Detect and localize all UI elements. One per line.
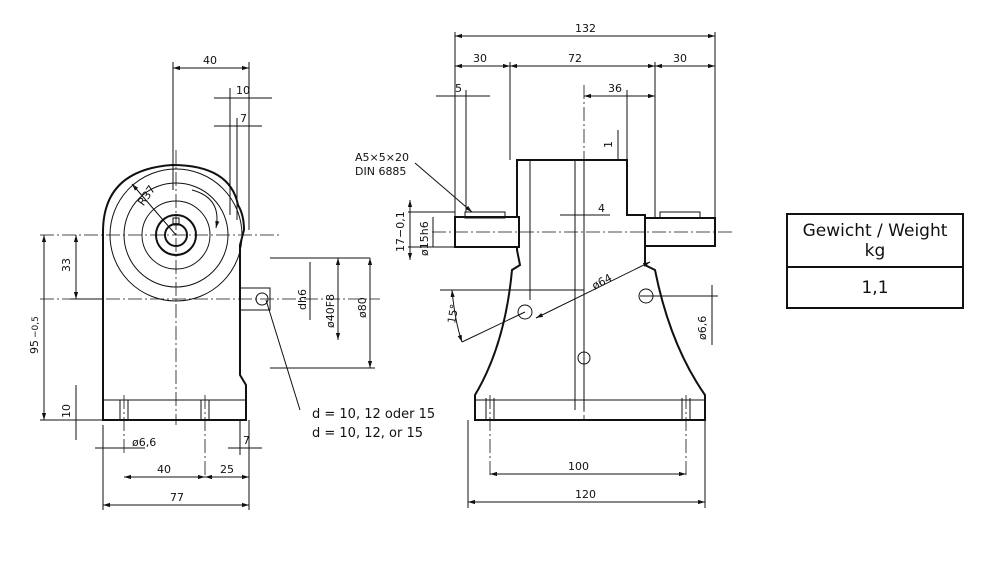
housing-outline bbox=[102, 163, 247, 421]
flange-hole-left bbox=[517, 304, 533, 320]
dim-120: 120 bbox=[575, 488, 596, 501]
dim-30-left: 30 bbox=[473, 52, 487, 65]
side-view: 40 10 7 R37 33 95 −0,5 10 ø6,6 40 25 7 bbox=[28, 54, 435, 510]
dim-80: ø80 bbox=[356, 297, 369, 318]
dim-95: 95 bbox=[28, 340, 41, 354]
front-view: 132 30 72 30 5 36 1 4 A5×5×20 DIN 6885 1… bbox=[355, 22, 735, 508]
dim-30-right: 30 bbox=[673, 52, 687, 65]
dim-6-6: ø6,6 bbox=[132, 436, 156, 449]
dim-40: 40 bbox=[203, 54, 217, 67]
dim-10: 10 bbox=[236, 84, 250, 97]
dim-dh6: dh6 bbox=[296, 289, 309, 310]
dim-77: 77 bbox=[170, 491, 184, 504]
weight-table: Gewicht / Weight kg 1,1 bbox=[786, 213, 964, 309]
dim-line-64 bbox=[535, 261, 651, 319]
dim-arc-15 bbox=[450, 289, 463, 343]
dim-100: 100 bbox=[568, 460, 589, 473]
key-note-line2: DIN 6885 bbox=[355, 165, 406, 178]
dim-7-top: 7 bbox=[240, 112, 247, 125]
shaft-note-en: d = 10, 12, or 15 bbox=[312, 426, 423, 441]
dim-15h6: ø15h6 bbox=[418, 221, 431, 256]
weight-header-label: Gewicht / Weight bbox=[802, 221, 948, 241]
dim-40f8: ø40F8 bbox=[324, 294, 337, 328]
weight-value: 1,1 bbox=[861, 278, 889, 298]
dim-72: 72 bbox=[568, 52, 582, 65]
key-note-leader bbox=[414, 162, 473, 213]
dim-64: ø64 bbox=[590, 271, 614, 292]
dim-r37: R37 bbox=[135, 183, 158, 208]
dim-15deg: 15° bbox=[445, 303, 461, 324]
dim-25: 25 bbox=[220, 463, 234, 476]
weight-table-header: Gewicht / Weight kg bbox=[788, 215, 962, 268]
dim-1: 1 bbox=[602, 141, 615, 148]
dim-7-bottom: 7 bbox=[243, 434, 250, 447]
dim-95-tol: −0,5 bbox=[31, 316, 41, 338]
dim-10-base: 10 bbox=[60, 404, 73, 418]
dim-17: 17−0,1 bbox=[394, 211, 407, 252]
weight-unit-label: kg bbox=[864, 241, 886, 261]
dim-33: 33 bbox=[60, 258, 73, 272]
dim-4: 4 bbox=[598, 202, 605, 215]
key-note-line1: A5×5×20 bbox=[355, 151, 409, 164]
key-left bbox=[464, 211, 506, 219]
dim-36: 36 bbox=[608, 82, 622, 95]
key-right bbox=[659, 211, 701, 219]
dim-6-6-right: ø6,6 bbox=[696, 316, 709, 340]
dim-40-base: 40 bbox=[157, 463, 171, 476]
note-leader bbox=[265, 299, 301, 411]
dim-132: 132 bbox=[575, 22, 596, 35]
dim-line-r37 bbox=[131, 183, 177, 236]
rotation-arrow-icon bbox=[191, 189, 220, 229]
shaft-note-de: d = 10, 12 oder 15 bbox=[312, 407, 435, 422]
housing-body bbox=[474, 159, 706, 421]
dim-5: 5 bbox=[455, 82, 462, 95]
